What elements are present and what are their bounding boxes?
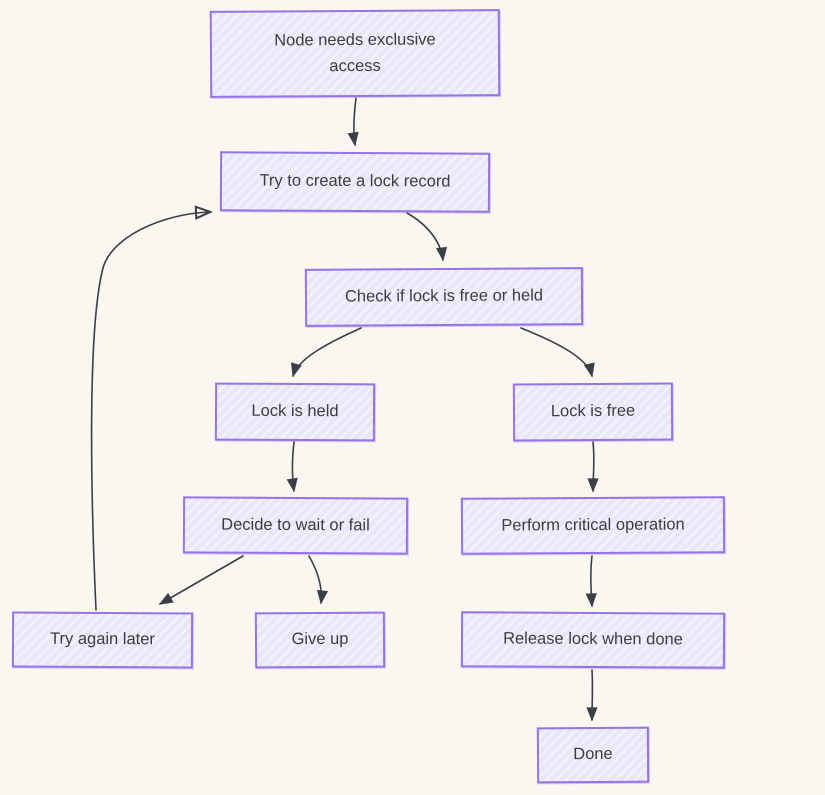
node-try-again-later-label: Try again later [50,629,155,649]
edge-check-to-lock-held [290,327,362,378]
node-give-up: Give up [254,611,386,669]
node-lock-free: Lock is free [512,382,674,442]
node-release-lock-label: Release lock when done [503,629,683,649]
node-start: Node needs exclusive access [209,9,501,98]
edge-try-create-to-check [406,212,448,262]
node-lock-held-label: Lock is held [251,401,339,421]
node-done: Done [536,726,650,784]
node-try-again-later: Try again later [11,611,194,669]
node-check-lock: Check if lock is free or held [304,267,584,327]
node-perform-critical-label: Perform critical operation [501,515,685,535]
edge-check-to-lock-free [520,327,595,378]
node-give-up-label: Give up [291,630,349,649]
node-release-lock: Release lock when done [460,611,726,669]
edge-perform-to-release [585,555,597,608]
edge-lock-free-to-perform [587,441,599,493]
node-lock-free-label: Lock is free [550,401,636,421]
node-start-label: Node needs exclusive access [274,30,436,75]
node-decide: Decide to wait or fail [182,496,409,555]
node-lock-held: Lock is held [214,382,376,442]
edge-decide-to-try-again [158,555,244,605]
edge-start-to-try-create [347,97,359,147]
node-decide-label: Decide to wait or fail [221,515,370,535]
node-try-create-lock: Try to create a lock record [219,151,491,213]
node-try-create-lock-label: Try to create a lock record [259,171,451,191]
node-perform-critical: Perform critical operation [460,496,726,555]
node-done-label: Done [573,745,613,764]
node-check-lock-label: Check if lock is free or held [344,286,544,306]
edge-lock-held-to-decide [286,441,298,493]
edge-decide-to-give-up [308,555,329,605]
